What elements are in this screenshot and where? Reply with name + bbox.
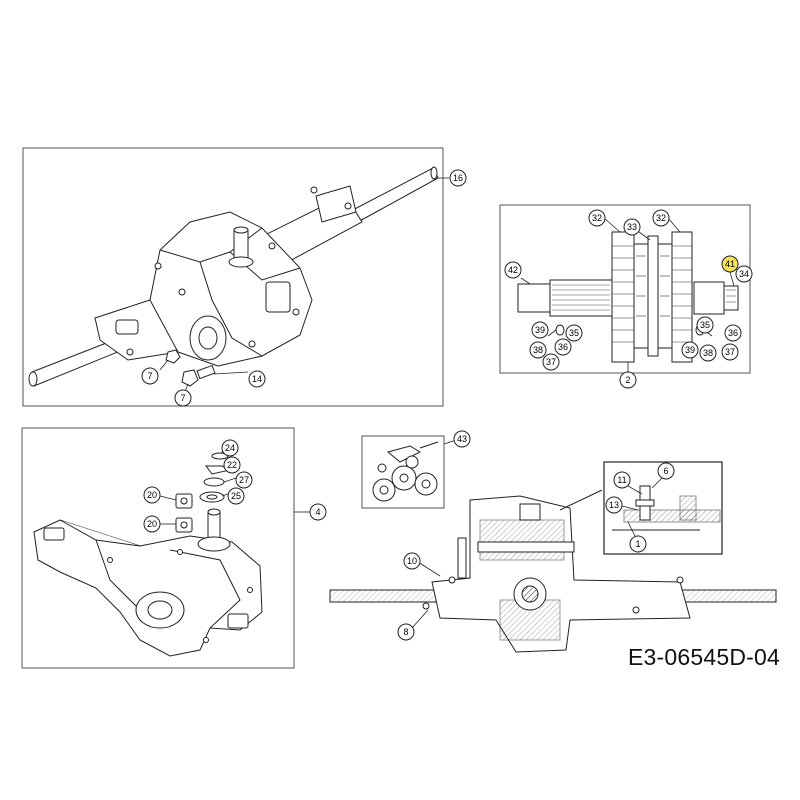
callout-balloons: 16 7 7 14 2 32 32 33 42 41 34 39 35 38 3…	[141, 169, 753, 641]
callout-16: 16	[449, 169, 467, 187]
callout-41-highlight: 41	[721, 255, 739, 273]
svg-text:36: 36	[728, 328, 738, 338]
callout-6: 6	[657, 462, 675, 480]
callout-38r: 38	[699, 344, 717, 362]
callout-27: 27	[235, 471, 253, 489]
svg-text:11: 11	[617, 475, 626, 485]
highlight-marker	[721, 255, 739, 273]
callout-1: 1	[629, 535, 647, 553]
svg-text:35: 35	[700, 320, 710, 330]
callout-22: 22	[223, 456, 241, 474]
callout-42: 42	[504, 261, 522, 279]
callout-13: 13	[605, 496, 623, 514]
svg-text:37: 37	[546, 357, 556, 367]
svg-text:24: 24	[225, 443, 235, 453]
svg-text:38: 38	[533, 345, 543, 355]
svg-text:14: 14	[252, 374, 262, 384]
svg-text:10: 10	[407, 556, 417, 566]
callout-32b: 32	[652, 209, 670, 227]
svg-text:22: 22	[227, 460, 237, 470]
callout-39r: 39	[681, 341, 699, 359]
svg-text:7: 7	[180, 393, 185, 403]
callout-38l: 38	[529, 341, 547, 359]
callout-32a: 32	[588, 209, 606, 227]
panel-housing	[21, 427, 310, 669]
svg-text:33: 33	[627, 222, 637, 232]
svg-text:36: 36	[558, 342, 568, 352]
svg-text:16: 16	[453, 173, 463, 183]
callout-20a: 20	[143, 486, 161, 504]
panel-section-view	[329, 435, 777, 653]
callout-35l: 35	[565, 324, 583, 342]
svg-text:34: 34	[739, 269, 749, 279]
callout-34: 34	[735, 265, 753, 283]
callout-36l: 36	[554, 338, 572, 356]
callout-8: 8	[397, 623, 415, 641]
callout-14: 14	[248, 370, 266, 388]
svg-text:8: 8	[403, 627, 408, 637]
callout-7b: 7	[174, 389, 192, 407]
svg-text:39: 39	[685, 345, 695, 355]
svg-text:32: 32	[656, 213, 666, 223]
svg-text:35: 35	[569, 328, 579, 338]
callout-7a: 7	[141, 367, 159, 385]
svg-text:1: 1	[635, 539, 640, 549]
panel-differential-shaft	[499, 204, 751, 374]
svg-text:41: 41	[725, 259, 735, 269]
callout-37r: 37	[721, 343, 739, 361]
callout-36r: 36	[724, 324, 742, 342]
callout-2: 2	[619, 371, 637, 389]
svg-text:20: 20	[147, 519, 157, 529]
svg-text:20: 20	[147, 490, 157, 500]
callout-33: 33	[623, 218, 641, 236]
svg-text:27: 27	[239, 475, 249, 485]
svg-text:43: 43	[457, 434, 467, 444]
panel-transaxle	[22, 147, 449, 407]
svg-text:13: 13	[609, 500, 619, 510]
document-code: E3-06545D-04	[628, 644, 781, 670]
callout-20b: 20	[143, 515, 161, 533]
svg-text:6: 6	[663, 466, 668, 476]
svg-text:38: 38	[703, 348, 713, 358]
callout-37l: 37	[542, 353, 560, 371]
svg-text:2: 2	[625, 375, 630, 385]
svg-text:32: 32	[592, 213, 602, 223]
svg-text:37: 37	[725, 347, 735, 357]
callout-43: 43	[453, 430, 471, 448]
svg-text:7: 7	[147, 371, 152, 381]
callout-35r: 35	[696, 316, 714, 334]
svg-text:39: 39	[535, 325, 545, 335]
svg-text:25: 25	[231, 491, 241, 501]
svg-text:42: 42	[508, 265, 518, 275]
callout-10: 10	[403, 552, 421, 570]
callout-25: 25	[227, 487, 245, 505]
callout-24: 24	[221, 439, 239, 457]
callout-4: 4	[309, 503, 327, 521]
svg-text:4: 4	[315, 507, 320, 517]
callout-39l: 39	[531, 321, 549, 339]
callout-11: 11	[613, 471, 631, 489]
